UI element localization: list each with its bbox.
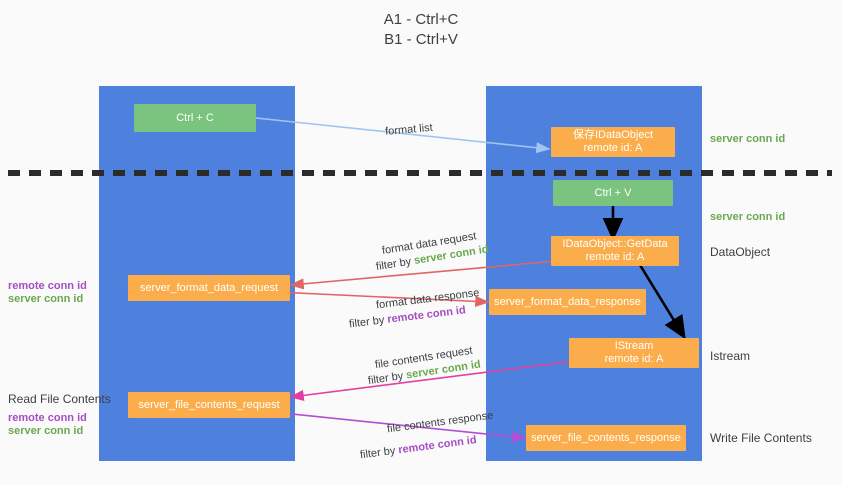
node-save-dataobject-label: 保存IDataObject remote id: A bbox=[572, 129, 654, 154]
edge-label-file-contents-response-filter: filter by remote conn id bbox=[345, 419, 479, 478]
node-server-format-data-response[interactable]: server_format_data_response bbox=[489, 289, 646, 315]
annotation-read-file-contents: Read File Contents bbox=[8, 392, 111, 406]
node-server-format-data-response-label: server_format_data_response bbox=[494, 295, 641, 308]
edge-label-format-list-text: format list bbox=[384, 121, 434, 138]
annotation-left-remote-conn-id-2: remote conn id bbox=[8, 412, 87, 424]
node-ctrl-v-label: Ctrl + V bbox=[594, 186, 632, 199]
annotation-istream: Istream bbox=[710, 349, 751, 363]
edge-label-fcr-filter-key: server conn id bbox=[405, 358, 482, 382]
edge-label-fdr-filter-pre: filter by bbox=[375, 255, 416, 274]
node-ctrl-v[interactable]: Ctrl + V bbox=[553, 180, 673, 206]
node-server-format-data-request-label: server_format_data_request bbox=[139, 281, 279, 294]
edge-label-fdr-filter-key: server conn id bbox=[413, 243, 490, 267]
node-getdata[interactable]: IDataObject::GetData remote id: A bbox=[551, 236, 679, 266]
annotation-left-server-conn-id-2: server conn id bbox=[8, 425, 84, 437]
node-server-file-contents-response-label: server_file_contents_response bbox=[531, 431, 681, 444]
annotation-server-conn-id-second: server conn id bbox=[710, 211, 786, 223]
edge-label-fcr-filter-pre: filter by bbox=[367, 369, 408, 388]
edge-label-fdres-filter-key: remote conn id bbox=[386, 304, 467, 326]
edge-label-fdres-filter-pre: filter by bbox=[348, 313, 389, 331]
annotation-server-conn-id-top: server conn id bbox=[710, 133, 786, 145]
node-server-file-contents-request-label: server_file_contents_request bbox=[138, 398, 280, 411]
node-getdata-label: IDataObject::GetData remote id: A bbox=[562, 238, 668, 263]
page-title: A1 - Ctrl+C B1 - Ctrl+V bbox=[383, 11, 459, 48]
node-server-file-contents-response[interactable]: server_file_contents_response bbox=[526, 425, 686, 451]
node-server-file-contents-request[interactable]: server_file_contents_request bbox=[128, 392, 290, 418]
edge-label-format-list: format list bbox=[371, 107, 434, 154]
node-ctrl-c-label: Ctrl + C bbox=[176, 111, 214, 124]
node-istream[interactable]: IStream remote id: A bbox=[569, 338, 699, 368]
node-save-dataobject[interactable]: 保存IDataObject remote id: A bbox=[551, 127, 675, 157]
annotation-left-server-conn-id-1: server conn id bbox=[8, 293, 84, 305]
edge-label-fcres-filter-pre: filter by bbox=[359, 444, 400, 462]
annotation-left-remote-conn-id-1: remote conn id bbox=[8, 280, 87, 292]
annotation-write-file-contents: Write File Contents bbox=[710, 431, 812, 445]
annotation-dataobject: DataObject bbox=[710, 245, 771, 259]
edge-label-fcres-filter-key: remote conn id bbox=[397, 434, 478, 457]
node-istream-label: IStream remote id: A bbox=[604, 340, 664, 365]
node-ctrl-c[interactable]: Ctrl + C bbox=[134, 104, 256, 132]
node-server-format-data-request[interactable]: server_format_data_request bbox=[128, 275, 290, 301]
